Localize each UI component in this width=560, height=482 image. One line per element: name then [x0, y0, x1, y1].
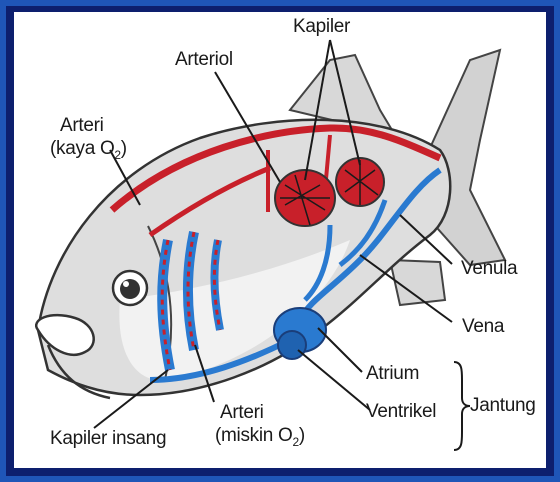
- label-atrium: Atrium: [366, 363, 419, 385]
- label-kapiler-insang: Kapiler insang: [50, 428, 166, 450]
- eye-highlight: [123, 281, 129, 287]
- label-vena: Vena: [462, 316, 504, 338]
- heart-ventricle: [278, 331, 306, 359]
- label-arteri-miskin-1: Arteri: [220, 402, 264, 424]
- label-ventrikel: Ventrikel: [366, 401, 436, 423]
- label-arteri-miskin-2: (miskin O2): [215, 425, 305, 447]
- label-arteriol: Arteriol: [175, 49, 233, 71]
- label-venula: Venula: [461, 258, 517, 280]
- label-jantung: Jantung: [470, 395, 536, 417]
- label-arteri-kaya-1: Arteri: [60, 115, 104, 137]
- label-kapiler: Kapiler: [293, 16, 350, 38]
- label-arteri-kaya-2: (kaya O2): [50, 138, 127, 160]
- eye-pupil: [120, 279, 140, 299]
